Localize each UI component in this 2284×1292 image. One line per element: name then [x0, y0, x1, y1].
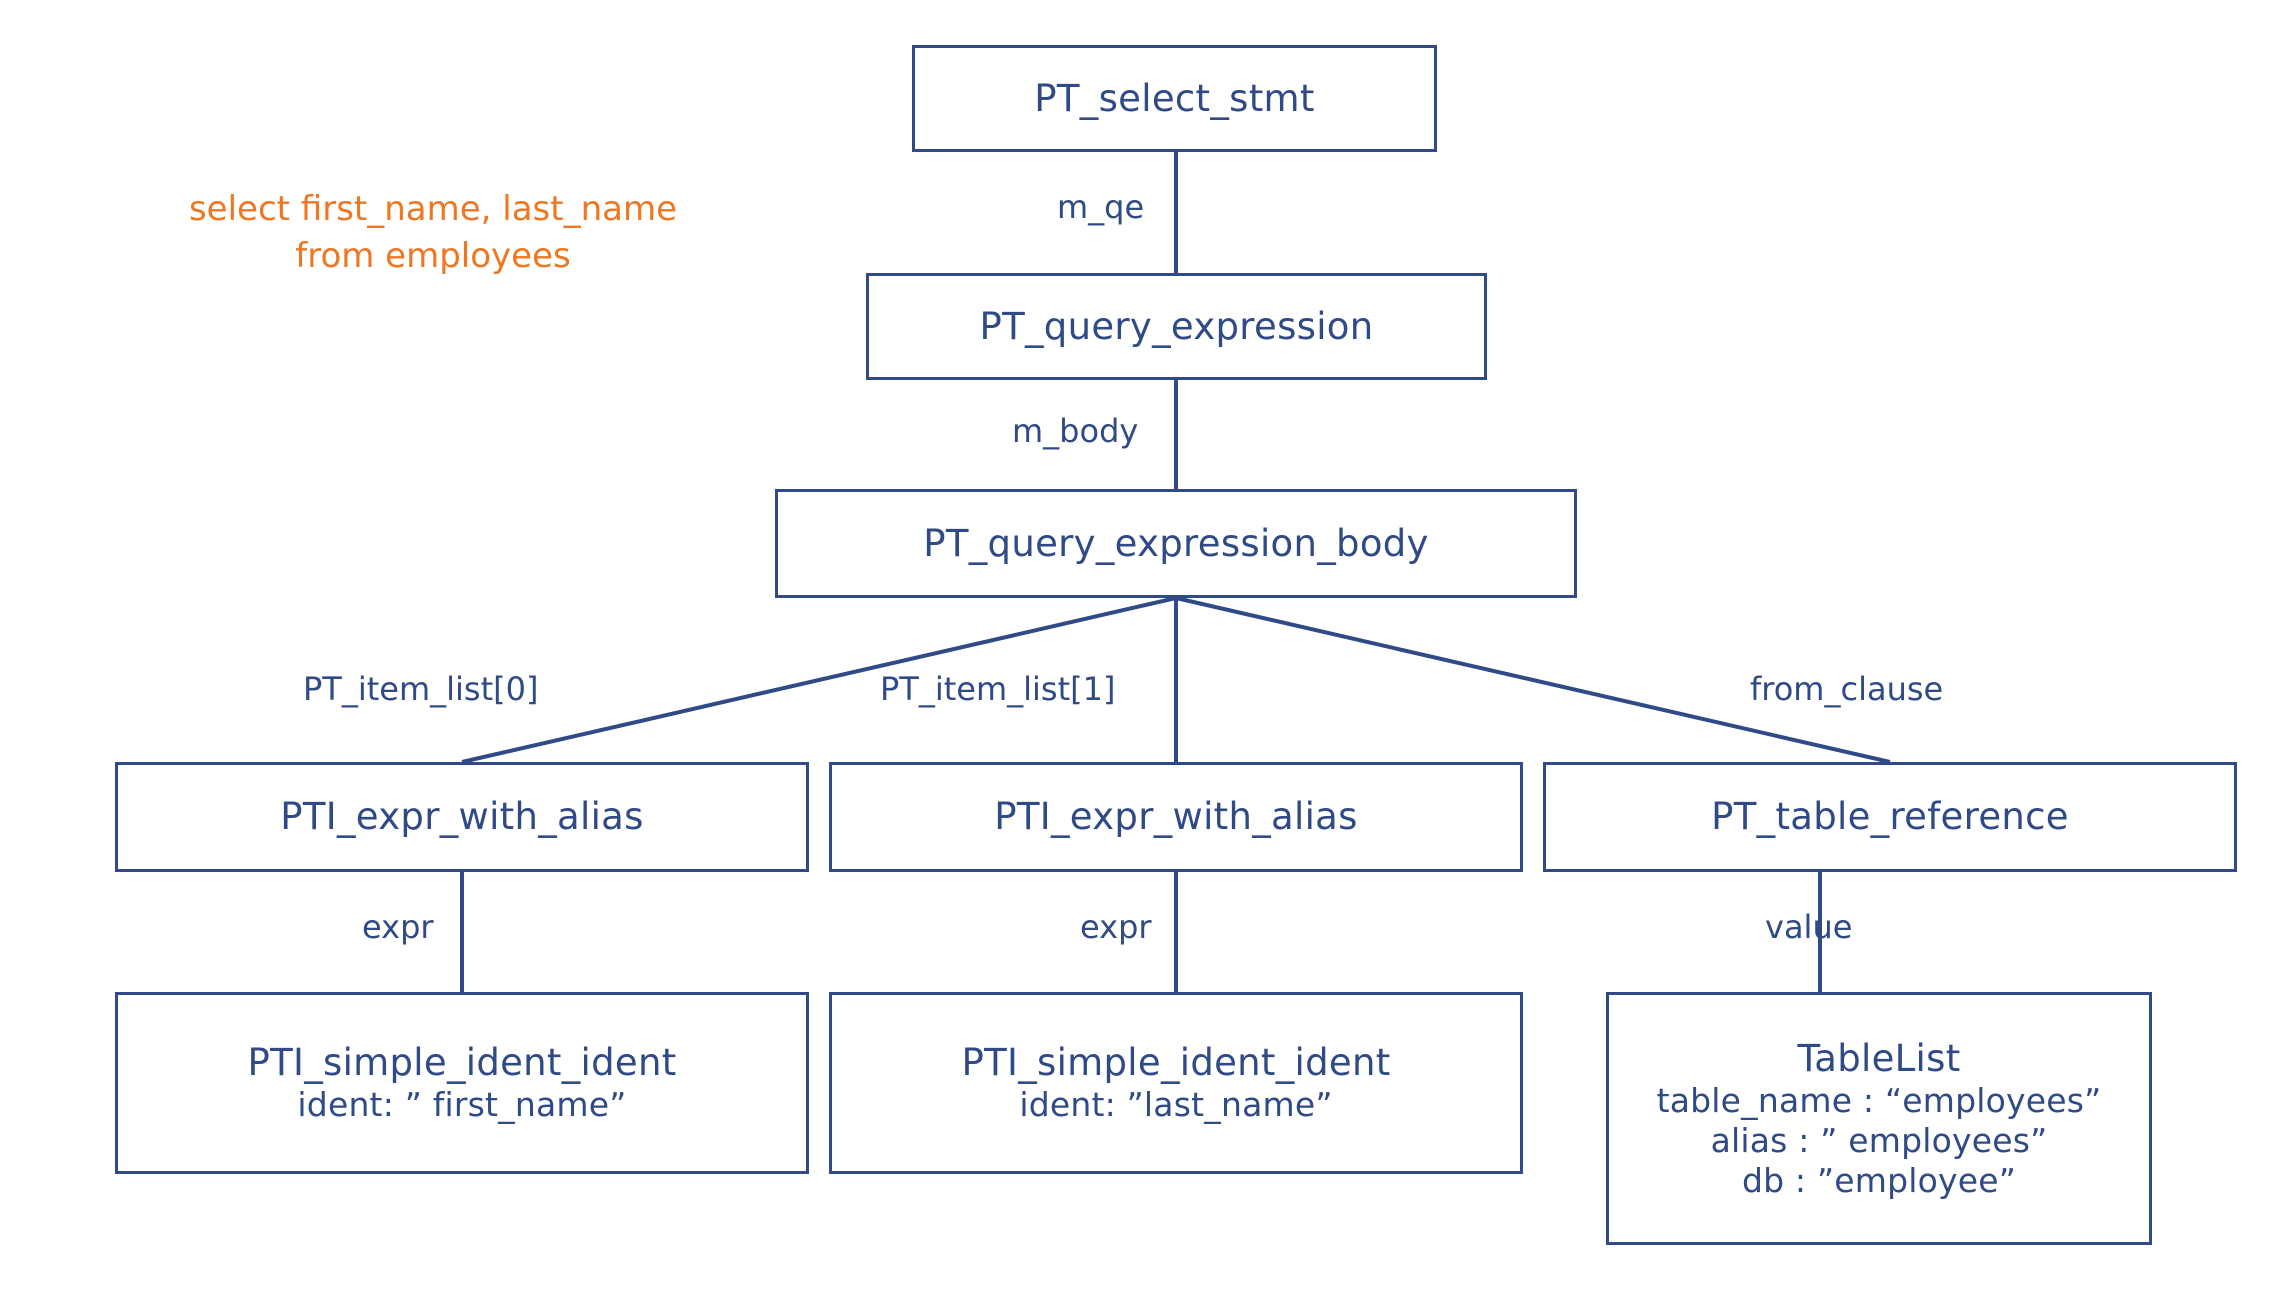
node-title: PT_table_reference	[1711, 795, 2069, 839]
node-pti-simple-ident-ident-0[interactable]: PTI_simple_ident_ident ident: ” first_na…	[115, 992, 809, 1174]
edge-label-m_body: m_body	[1012, 412, 1139, 450]
sql-source-note: select first_name, last_name from employ…	[178, 186, 688, 280]
node-title: PT_select_stmt	[1034, 76, 1315, 120]
node-title: PTI_expr_with_alias	[994, 795, 1358, 839]
edge-label-value: value	[1765, 908, 1853, 946]
node-attr-ident: ident: ” first_name”	[297, 1085, 627, 1125]
edge-label-pt_item_list-1: PT_item_list[1]	[880, 670, 1116, 708]
node-attr-db: db : ”employee”	[1741, 1161, 2017, 1201]
node-pti-expr-with-alias-1[interactable]: PTI_expr_with_alias	[829, 762, 1523, 872]
edge-label-expr-0: expr	[362, 908, 434, 946]
node-pt-select-stmt[interactable]: PT_select_stmt	[912, 45, 1437, 152]
node-attr-ident: ident: ”last_name”	[1019, 1085, 1333, 1125]
edge-label-expr-1: expr	[1080, 908, 1152, 946]
node-title: PTI_expr_with_alias	[280, 795, 644, 839]
node-attr-table-name: table_name : “employees”	[1656, 1080, 2102, 1120]
node-pt-query-expression[interactable]: PT_query_expression	[866, 273, 1487, 380]
node-title: TableList	[1797, 1036, 1961, 1080]
node-pt-table-reference[interactable]: PT_table_reference	[1543, 762, 2237, 872]
node-title: PT_query_expression_body	[923, 521, 1429, 565]
edge-label-from_clause: from_clause	[1750, 670, 1944, 708]
sql-source-line-1: select first_name, last_name	[188, 189, 678, 229]
node-title: PTI_simple_ident_ident	[961, 1041, 1391, 1085]
node-title: PTI_simple_ident_ident	[247, 1041, 677, 1085]
edge-label-m_qe: m_qe	[1057, 188, 1145, 226]
edge-label-pt_item_list-0: PT_item_list[0]	[303, 670, 539, 708]
node-pti-expr-with-alias-0[interactable]: PTI_expr_with_alias	[115, 762, 809, 872]
node-tablelist[interactable]: TableList table_name : “employees” alias…	[1606, 992, 2152, 1245]
node-pti-simple-ident-ident-1[interactable]: PTI_simple_ident_ident ident: ”last_name…	[829, 992, 1523, 1174]
node-attr-alias: alias : ” employees”	[1710, 1120, 2048, 1160]
node-pt-query-expression-body[interactable]: PT_query_expression_body	[775, 489, 1577, 598]
node-title: PT_query_expression	[979, 304, 1374, 348]
sql-source-line-2: from employees	[295, 235, 571, 276]
